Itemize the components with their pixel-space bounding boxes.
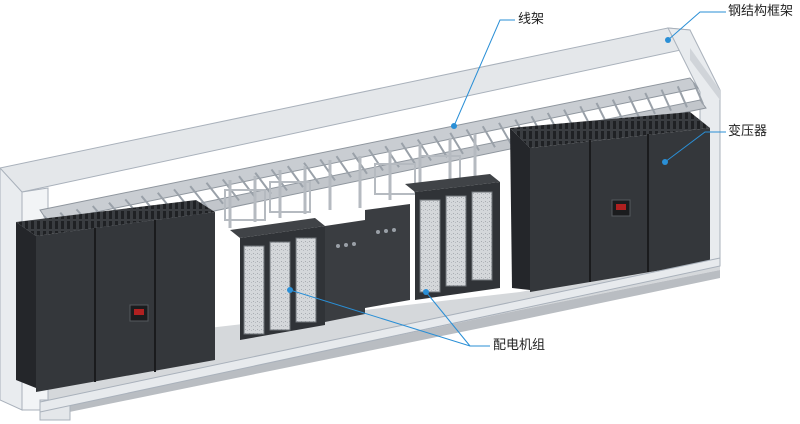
tray-rung xyxy=(335,155,352,178)
leader-distribution-unit-b xyxy=(425,291,471,347)
transformer-right xyxy=(510,112,710,292)
tray-rung xyxy=(286,165,304,188)
distribution-unit-left xyxy=(230,218,365,340)
tray-rung xyxy=(465,129,480,152)
leader-cable-tray xyxy=(453,19,515,127)
tray-rung xyxy=(254,172,272,195)
tray-rung xyxy=(205,182,224,205)
tray-rung xyxy=(238,175,256,198)
tray-rung xyxy=(368,148,384,172)
tray-rung xyxy=(481,125,496,148)
distribution-unit-right xyxy=(365,174,500,308)
tray-rung xyxy=(498,122,512,145)
tray-rung xyxy=(676,85,688,108)
tray-rung xyxy=(400,142,416,165)
leader-lines xyxy=(289,11,726,347)
tray-rung xyxy=(319,158,336,182)
label-steel-frame: 钢结构框架 xyxy=(728,4,794,19)
leader-steel-frame xyxy=(667,11,726,41)
tray-rung xyxy=(660,89,672,112)
tray-rung xyxy=(449,132,464,155)
label-distribution-unit: 配电机组 xyxy=(493,338,546,353)
tray-rung xyxy=(416,138,432,162)
tray-rung xyxy=(189,185,208,208)
label-transformer: 变压器 xyxy=(728,124,768,139)
tray-rung xyxy=(611,99,624,122)
transformer-left xyxy=(16,200,215,392)
tray-rung xyxy=(433,135,448,158)
tray-rung xyxy=(644,92,656,115)
leader-transformer xyxy=(664,131,726,163)
tray-rung xyxy=(693,82,704,105)
label-cable-tray: 线架 xyxy=(518,12,545,27)
tray-rung xyxy=(628,95,640,118)
